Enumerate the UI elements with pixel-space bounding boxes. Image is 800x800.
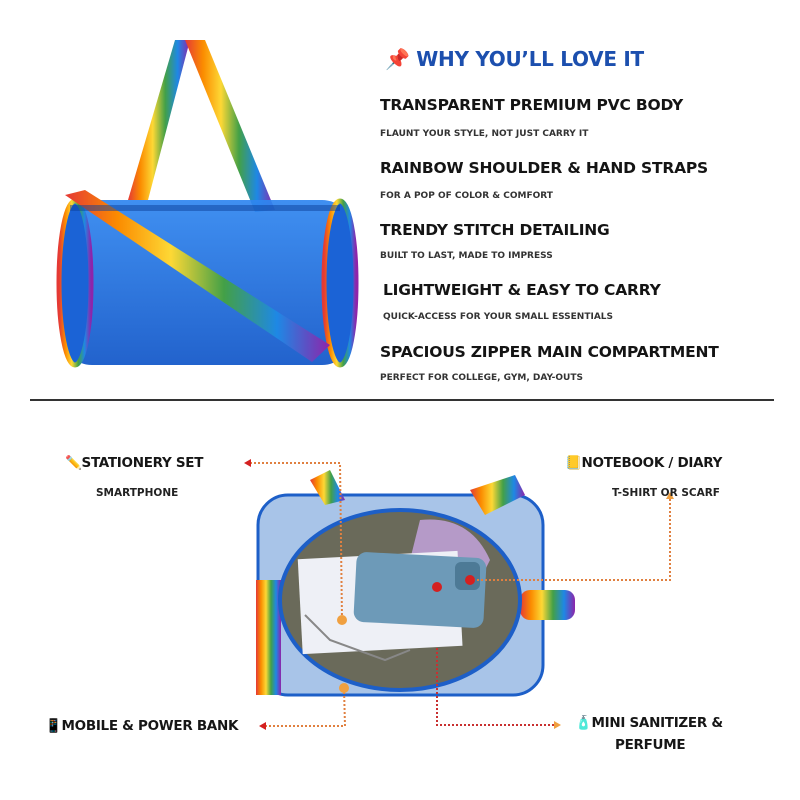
leader-lines (250, 462, 671, 727)
leader-markers (244, 459, 674, 730)
mobile-phone-icon: 📱 (45, 718, 62, 734)
feature-subtitle: FOR A POP OF COLOR & COMFORT (380, 191, 553, 201)
feature-subtitle: QUICK-ACCESS FOR YOUR SMALL ESSENTIALS (383, 312, 614, 322)
bag-side-view (56, 40, 359, 368)
section-title: 📌 WHY YOU’LL LOVE IT (385, 47, 644, 71)
callout-smartphone: SMARTPHONE (96, 487, 179, 499)
feature-title: TRANSPARENT PREMIUM PVC BODY (380, 96, 683, 114)
callout-notebook: 📒NOTEBOOK / DIARY (565, 455, 723, 471)
feature-title: LIGHTWEIGHT & EASY TO CARRY (383, 281, 661, 299)
feature-subtitle: FLAUNT YOUR STYLE, NOT JUST CARRY IT (380, 129, 589, 139)
callout-perfume: PERFUME (615, 737, 686, 753)
callout-sanitizer: 🧴MINI SANITIZER & (575, 715, 723, 731)
section-divider (30, 399, 774, 401)
bag-top-view (256, 470, 575, 697)
pencil-icon: ✏️ (65, 455, 82, 471)
callout-mobile: 📱MOBILE & POWER BANK (45, 718, 239, 734)
pushpin-icon: 📌 (385, 47, 410, 71)
lotion-bottle-icon: 🧴 (575, 715, 592, 731)
callout-tshirt: T-SHIRT OR SCARF (612, 487, 720, 499)
feature-title: SPACIOUS ZIPPER MAIN COMPARTMENT (380, 343, 719, 361)
feature-subtitle: PERFECT FOR COLLEGE, GYM, DAY-OUTS (380, 373, 583, 383)
feature-title: TRENDY STITCH DETAILING (380, 221, 610, 239)
feature-title: RAINBOW SHOULDER & HAND STRAPS (380, 159, 709, 177)
callout-stationery: ✏️STATIONERY SET (65, 455, 204, 471)
feature-subtitle: BUILT TO LAST, MADE TO IMPRESS (380, 251, 553, 261)
notebook-icon: 📒 (565, 455, 582, 471)
